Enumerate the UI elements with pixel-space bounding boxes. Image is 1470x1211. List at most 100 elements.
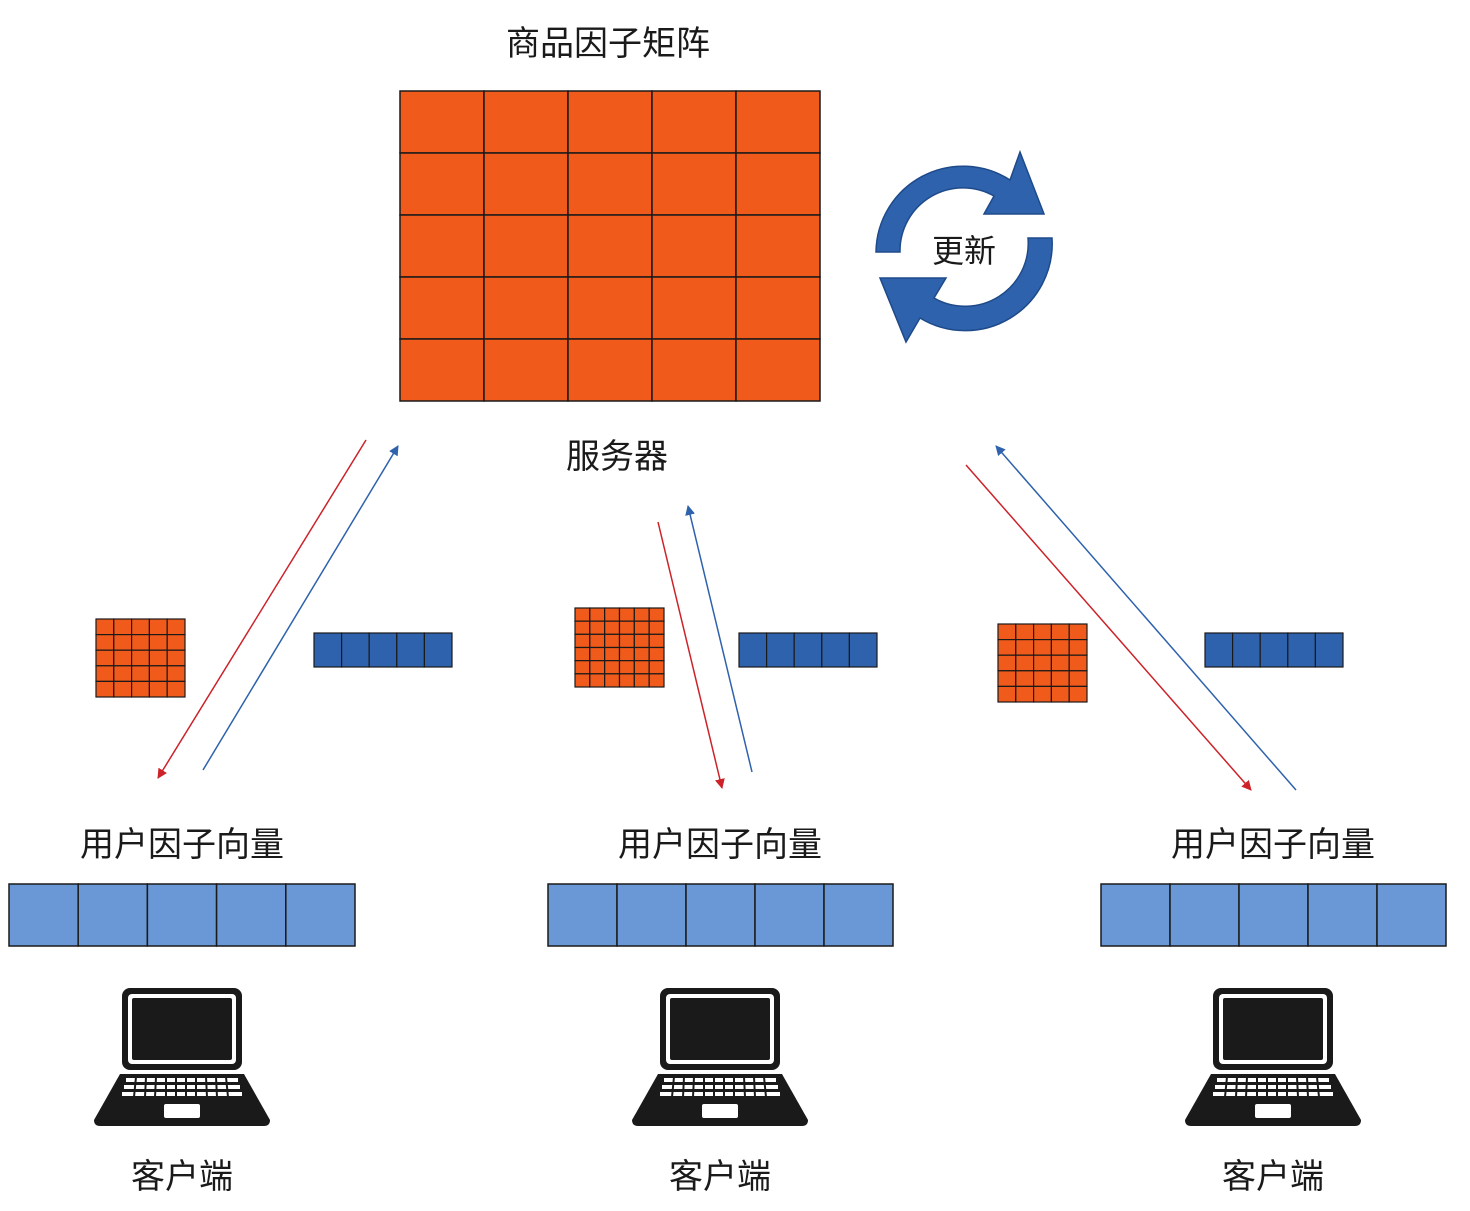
user-vector-3-cell [1238, 883, 1309, 947]
upload-vector-1 [313, 632, 453, 668]
downloaded-matrix-2-cell [589, 620, 606, 635]
downloaded-matrix-1-cell [166, 649, 186, 667]
downloaded-matrix-2-cell [618, 620, 635, 635]
downloaded-matrix-3-cell [997, 685, 1017, 703]
downloaded-matrix-2-cell [589, 607, 606, 622]
downloaded-matrix-2-cell [648, 660, 665, 675]
user-vector-1 [8, 883, 356, 947]
client-label-3: 客户端 [1222, 1157, 1324, 1197]
user-vector-2-cell [685, 883, 756, 947]
downloaded-matrix-2-cell [648, 633, 665, 649]
transfer-arrows [157, 439, 1297, 791]
upload-vector-3-cell [1314, 632, 1344, 668]
downloaded-matrix-2-cell [633, 673, 650, 688]
laptop-icon [631, 987, 809, 1127]
downloaded-matrix-1-cell [131, 665, 151, 682]
item-matrix-cell [483, 338, 569, 402]
downloaded-matrix-2-cell [589, 646, 606, 662]
downloaded-matrix-3 [997, 623, 1088, 703]
downloaded-matrix-2-cell [574, 607, 591, 622]
user-vector-2-cell [823, 883, 894, 947]
user-vector-2-cell [547, 883, 618, 947]
downloaded-matrix-2-cell [574, 633, 591, 649]
server-label: 服务器 [566, 437, 668, 477]
downloaded-matrix-3-cell [1015, 623, 1035, 641]
downloaded-matrix-1-cell [148, 618, 168, 636]
downloaded-matrix-1 [95, 618, 186, 698]
item-matrix-cell [567, 214, 653, 278]
upload-vector-3-cell [1259, 632, 1289, 668]
user-vector-label-1: 用户因子向量 [80, 825, 284, 865]
downloaded-matrix-2-cell [633, 660, 650, 675]
upload-vector-2-cell [765, 632, 795, 668]
item-matrix-cell [735, 90, 821, 154]
downloaded-matrix-3-cell [997, 623, 1017, 641]
user-vector-3-cell [1307, 883, 1378, 947]
item-matrix-cell [483, 90, 569, 154]
downloaded-matrix-3-cell [1068, 623, 1088, 641]
upload-vector-1-cell [313, 632, 343, 668]
downloaded-matrix-2-cell [618, 660, 635, 675]
downloaded-matrix-3-cell [1032, 654, 1052, 672]
upload-vector-3-cell [1287, 632, 1317, 668]
user-vector-label-3: 用户因子向量 [1171, 825, 1375, 865]
downloaded-matrix-1-cell [148, 680, 168, 698]
downloaded-matrix-1-cell [95, 633, 115, 651]
downloaded-matrix-2-cell [633, 646, 650, 662]
downloaded-matrix-3-cell [1050, 623, 1070, 641]
item-matrix-cell [735, 276, 821, 340]
downloaded-matrix-2-cell [648, 620, 665, 635]
upload-vector-3-cell [1231, 632, 1261, 668]
item-matrix-cell [651, 152, 737, 216]
downloaded-matrix-1-cell [113, 633, 133, 651]
downloaded-matrix-1-cell [166, 665, 186, 682]
downloaded-matrix-3-cell [1050, 685, 1070, 703]
download-arrow-client-3 [965, 464, 1252, 791]
user-vector-2-cell [616, 883, 687, 947]
downloaded-matrix-2-cell [604, 646, 621, 662]
download-arrow-client-1 [157, 439, 367, 779]
item-matrix-cell [735, 214, 821, 278]
downloaded-matrix-2-cell [604, 607, 621, 622]
downloaded-matrix-2-cell [574, 646, 591, 662]
item-matrix-cell [399, 90, 485, 154]
user-vector-1-cell [8, 883, 79, 947]
item-matrix [399, 90, 821, 402]
user-vector-1-cell [146, 883, 218, 947]
upload-arrow-client-2 [685, 505, 753, 773]
downloaded-matrix-3-cell [1032, 685, 1052, 703]
downloaded-matrix-3-cell [1050, 654, 1070, 672]
item-matrix-cell [567, 152, 653, 216]
downloaded-matrix-2-cell [604, 660, 621, 675]
item-matrix-cell [483, 152, 569, 216]
downloaded-matrix-2-cell [589, 633, 606, 649]
item-matrix-cell [567, 90, 653, 154]
downloaded-matrix-1-cell [131, 633, 151, 651]
downloaded-matrix-3-cell [1015, 670, 1035, 687]
user-vector-2 [547, 883, 894, 947]
downloaded-matrix-3-cell [1015, 654, 1035, 672]
user-factor-vectors [8, 883, 1447, 947]
user-vector-3-cell [1376, 883, 1447, 947]
item-matrix-cell [483, 214, 569, 278]
downloaded-matrix-3-cell [1068, 670, 1088, 687]
downloaded-matrix-2-cell [618, 607, 635, 622]
upload-vector-2-cell [793, 632, 823, 668]
downloaded-item-matrices [95, 607, 1088, 703]
downloaded-matrix-3-cell [1068, 654, 1088, 672]
downloaded-matrix-1-cell [148, 665, 168, 682]
downloaded-matrix-3-cell [1015, 638, 1035, 656]
update-label: 更新 [932, 232, 996, 270]
downloaded-matrix-1-cell [131, 649, 151, 667]
downloaded-matrix-1-cell [166, 680, 186, 698]
user-vector-label-2: 用户因子向量 [618, 825, 822, 865]
downloaded-matrix-2-cell [574, 620, 591, 635]
upload-vector-1-cell [423, 632, 453, 668]
laptop-icon [93, 987, 271, 1127]
upload-vector-3-cell [1204, 632, 1234, 668]
downloaded-matrix-2-cell [648, 646, 665, 662]
item-matrix-cell [651, 338, 737, 402]
client-label-1: 客户端 [131, 1157, 233, 1197]
downloaded-matrix-2-cell [618, 646, 635, 662]
